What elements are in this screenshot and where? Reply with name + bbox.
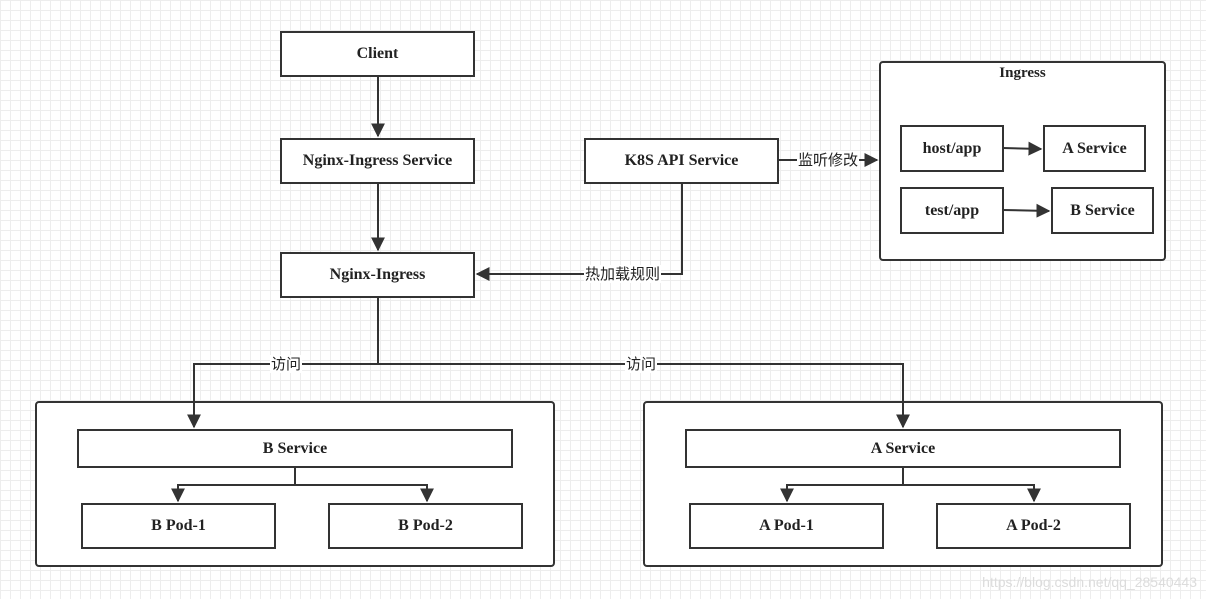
k8s-api-service-node: K8S API Service <box>584 138 779 184</box>
edge-test-to-b <box>1002 203 1051 218</box>
nginx-ingress-service-node: Nginx-Ingress Service <box>280 138 475 184</box>
ingress-group-title: Ingress <box>999 65 1046 81</box>
ingress-rule-host-target: A Service <box>1043 125 1146 172</box>
client-node: Client <box>280 31 475 77</box>
ingress-rule-test-target: B Service <box>1051 187 1154 234</box>
edge-k8s-to-nginx-ingress <box>475 184 683 281</box>
edge-b-service-to-pods <box>177 467 427 501</box>
edge-label-access-b: 访问 <box>270 355 303 373</box>
b-pod-2-node: B Pod-2 <box>328 503 523 549</box>
edge-host-to-a <box>1002 141 1043 156</box>
edge-label-hot-reload: 热加载规则 <box>584 265 662 283</box>
b-service-node: B Service <box>77 429 513 468</box>
a-pod-2-node: A Pod-2 <box>936 503 1131 549</box>
ingress-rule-host: host/app <box>900 125 1004 172</box>
a-service-node: A Service <box>685 429 1121 468</box>
edge-ingress-to-a-service <box>378 363 910 429</box>
nginx-ingress-node: Nginx-Ingress <box>280 252 475 298</box>
watermark: https://blog.csdn.net/qq_28540443 <box>982 574 1197 590</box>
ingress-rule-test: test/app <box>900 187 1004 234</box>
b-pod-1-node: B Pod-1 <box>81 503 276 549</box>
edge-label-access-a: 访问 <box>625 355 658 373</box>
a-pod-1-node: A Pod-1 <box>689 503 884 549</box>
edge-a-service-to-pods <box>786 467 1034 501</box>
edge-label-watch-changes: 监听修改 <box>797 151 860 169</box>
